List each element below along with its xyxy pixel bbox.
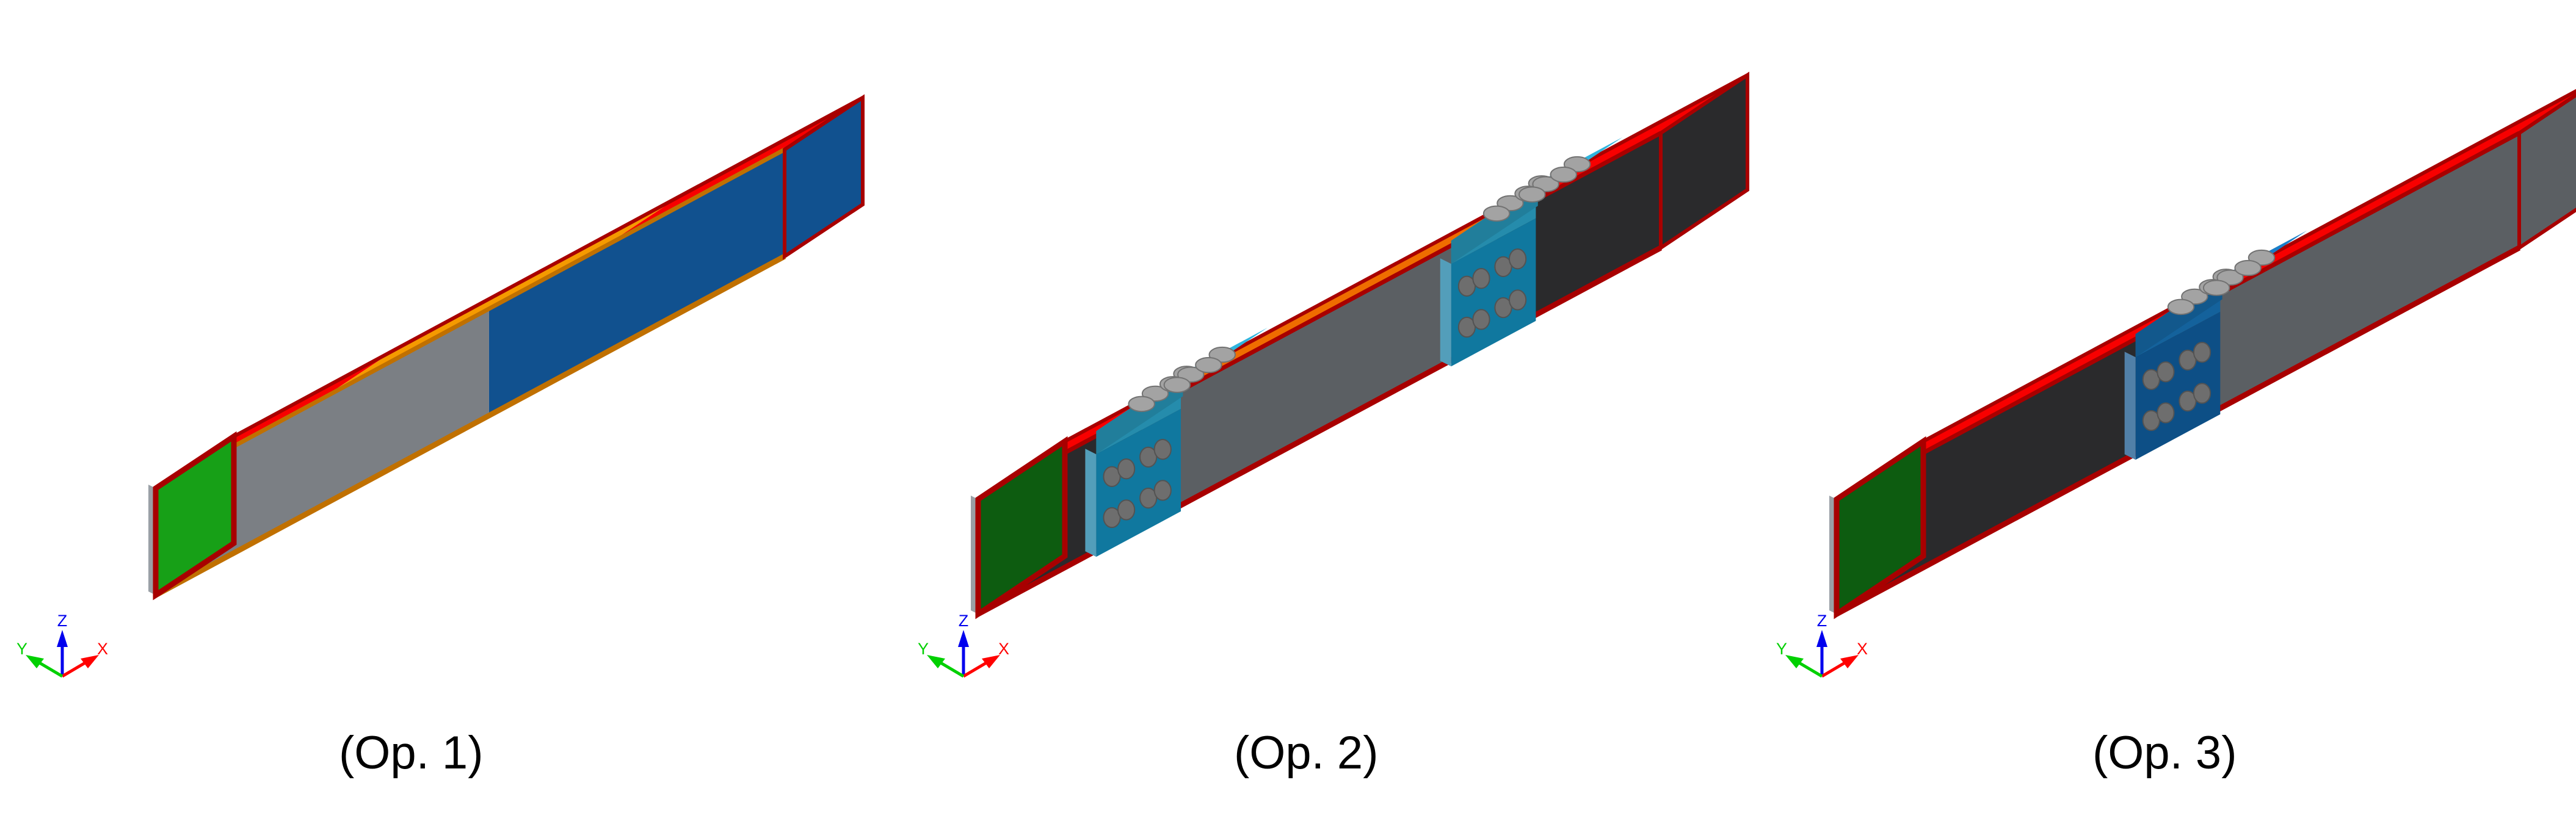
triad-op3: Z X Y [1766,610,1882,690]
clamp-front-plate-edge [1440,258,1451,367]
clamp-front-bolt [2179,390,2197,412]
clamp-top-bolt [1518,186,1546,203]
clamp-front-bolt [1457,275,1476,297]
beam-drawing-op3 [1829,89,2576,620]
axis-x-label: X [1857,640,1868,658]
axis-z-arrowhead [57,630,68,647]
beam-front-face-gray-right [2178,133,2519,431]
clamp-top-bolt [1163,377,1191,393]
axis-z-label: Z [57,612,68,630]
clamp-front-bolt [1103,507,1121,529]
clamp-front-bolt [1117,499,1136,521]
caption-op2: (Op. 2) [1234,727,1379,779]
clamp-front-plate-edge [1085,449,1097,557]
beam-bottom-edge [154,254,786,598]
clamp-front-bolt [1139,446,1158,468]
clamp-top-bolt [1482,205,1511,222]
beam-end-cap-outline [153,431,237,601]
beam-right-end-face [2517,93,2576,251]
axis-y-arrowhead [1785,655,1804,668]
beam-front-face-blue-right [488,150,785,416]
beam-right-end-face [783,94,865,260]
beam-drawing-op1 [148,94,865,601]
clamp-front-bolt [1509,248,1527,270]
beam-body [148,94,865,601]
clamp-front-bolt [2157,402,2175,424]
triad-svg: Z X Y [918,612,1009,678]
beam-end-cap-outline [975,436,1068,620]
clamp-top-bolt [1550,166,1578,183]
clamp-front-bolt [2193,383,2211,404]
axis-x-label: X [998,640,1009,658]
clamp-front-bolt [1103,466,1121,487]
axis-y-label: Y [918,640,929,658]
triad-svg: Z X Y [1776,612,1868,678]
clamp-front-bolt [2179,349,2197,370]
beam-body [1829,89,2576,620]
axis-x-label: X [97,640,108,658]
beam-top-face-orange-mid [319,195,681,400]
axis-y-label: Y [1776,640,1787,658]
caption-op3: (Op. 3) [2092,727,2237,779]
clamp-front-bolt [1494,256,1512,277]
panel-op3: Z X Y (Op. 3) [1717,0,2576,824]
clamp-top-bolt [2167,298,2195,316]
beam-front-face-gray-left [156,308,489,595]
beam-front-face-dark-right [1497,133,1661,336]
beam-end-cap-outline [1834,436,1926,620]
clamp-front-bolt [1472,309,1490,330]
clamp-front-bolt [1509,289,1527,311]
beam-top-face-red-right [602,98,863,248]
axis-z-label: Z [959,612,969,630]
clamp-top-bolt [2202,280,2230,296]
clamp-front-bolt [1153,480,1172,501]
beam-top-front-edge [154,147,786,491]
clamp-top-bolt [2234,259,2262,276]
caption-op1: (Op. 1) [339,727,484,779]
clamp-front-bolt [1494,297,1512,319]
clamp-front-bolt [1472,268,1490,289]
clamp-right[interactable] [1440,137,1623,367]
clamp-front-plate-edge [2124,352,2136,460]
triad-op1: Z X Y [6,610,122,690]
panel-op1: Z X Y (Op. 1) [0,0,865,824]
beam-top-face-orange-mid [1128,170,1570,419]
clamp-front-bolt [1117,458,1136,480]
clamp-front-bolt [1457,316,1476,338]
axis-z-arrowhead [1816,630,1827,647]
axis-y-label: Y [16,640,27,658]
beam-back-top-edge [233,96,864,438]
axis-x-arrowhead [81,655,99,668]
triad-svg: Z X Y [16,612,108,678]
clamp-front-bolt [2142,410,2160,432]
beam-drawing-op2 [971,71,1749,620]
clamp-left[interactable] [1085,327,1268,557]
axis-y-arrowhead [927,655,945,668]
beam-top-front-edge [977,131,1662,502]
beam-end-cap [978,441,1065,614]
clamp-front-bolt [2157,361,2175,383]
axis-z-arrowhead [958,630,969,647]
clamp-front-bolt [1153,439,1172,460]
axis-x-arrowhead [982,655,1000,668]
clamp-top-bolt [1128,396,1155,413]
axis-z-label: Z [1817,612,1827,630]
clamp-front-bolt [1139,487,1158,509]
axis-x-arrowhead [1840,655,1859,668]
clamp-single[interactable] [2124,230,2307,460]
triad-op2: Z X Y [907,610,1023,690]
axis-y-arrowhead [26,655,44,668]
beam-right-end-face [1659,71,1749,251]
clamp-front-bolt [2142,369,2160,390]
clamp-top-bolt [1195,356,1222,374]
beam-end-cap [1837,441,1923,614]
panel-op2: Z X Y (Op. 2) [858,0,1749,824]
clamp-front-bolt [2193,342,2211,363]
beam-front-face-gray-mid [1142,221,1497,526]
